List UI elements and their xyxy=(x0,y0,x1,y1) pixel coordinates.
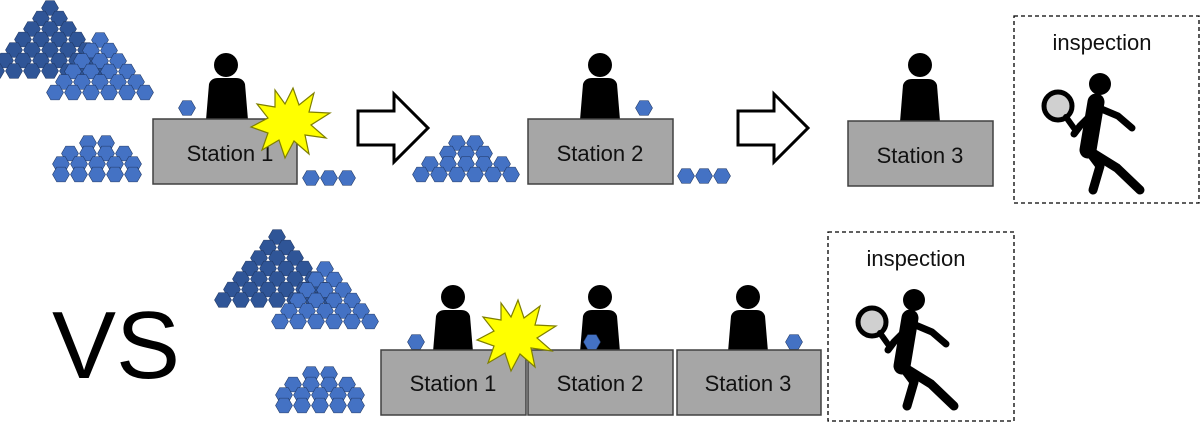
bottom-row-one-piece-flow: VS Station 1 Station 2 xyxy=(52,229,1015,422)
station-2-box: Station 2 xyxy=(527,118,674,185)
finished-batch-pile-2 xyxy=(412,135,520,183)
part-on-desk xyxy=(635,100,653,116)
raw-material-pile-small xyxy=(275,366,365,414)
inspection-box: inspection xyxy=(827,231,1015,422)
station-1-box: Station 1 xyxy=(380,349,527,416)
finished-batch-pile-1 xyxy=(52,135,142,183)
inspector-with-magnifier-icon xyxy=(855,289,959,411)
part-hexagon-icon xyxy=(178,100,196,116)
part-hexagon-icon xyxy=(713,168,731,184)
part-hexagon-icon xyxy=(347,397,365,414)
inspector-with-magnifier-icon xyxy=(1041,73,1145,195)
inspection-box: inspection xyxy=(1013,15,1200,204)
station-1-label: Station 1 xyxy=(410,371,497,396)
part-hexagon-icon xyxy=(302,170,320,186)
station-3-label: Station 3 xyxy=(705,371,792,396)
part-hexagon-icon xyxy=(106,166,124,183)
defect-burst-icon xyxy=(475,298,558,373)
part-hexagon-icon xyxy=(311,397,329,414)
part-hexagon-icon xyxy=(124,166,142,183)
inspection-label: inspection xyxy=(866,246,965,271)
part-hexagon-icon xyxy=(275,397,293,414)
worker-station-1-icon xyxy=(433,285,473,352)
part-hexagon-icon xyxy=(677,168,695,184)
worker-station-1-icon xyxy=(206,53,248,120)
part-hexagon-icon xyxy=(785,334,803,350)
station-1-label: Station 1 xyxy=(187,141,274,166)
station-3-label: Station 3 xyxy=(877,143,964,168)
part-on-desk xyxy=(178,100,196,116)
output-parts-station-1 xyxy=(302,170,356,186)
station-3-box: Station 3 xyxy=(676,349,822,416)
part-on-desk xyxy=(785,334,803,350)
part-hexagon-icon xyxy=(320,170,338,186)
part-on-desk xyxy=(407,334,425,350)
station-3-box: Station 3 xyxy=(847,120,994,187)
part-hexagon-icon xyxy=(52,166,70,183)
part-hexagon-icon xyxy=(635,100,653,116)
output-parts-station-2 xyxy=(677,168,731,184)
part-hexagon-icon xyxy=(70,166,88,183)
worker-station-3-icon xyxy=(900,53,940,122)
flow-arrow-icon xyxy=(356,90,431,166)
flow-arrow-icon xyxy=(736,90,811,166)
part-hexagon-icon xyxy=(329,397,347,414)
top-row-batch-flow: Station 1 Station 2 xyxy=(0,0,1200,204)
part-hexagon-icon xyxy=(338,170,356,186)
part-hexagon-icon xyxy=(407,334,425,350)
defect-burst-icon xyxy=(249,86,332,160)
part-hexagon-icon xyxy=(293,397,311,414)
worker-station-2-icon xyxy=(580,53,620,120)
part-hexagon-icon xyxy=(695,168,713,184)
station-2-label: Station 2 xyxy=(557,141,644,166)
worker-station-3-icon xyxy=(728,285,768,352)
vs-label: VS xyxy=(52,292,180,399)
station-2-label: Station 2 xyxy=(557,371,644,396)
inspection-label: inspection xyxy=(1052,30,1151,55)
part-hexagon-icon xyxy=(88,166,106,183)
station-2-box: Station 2 xyxy=(527,349,674,416)
